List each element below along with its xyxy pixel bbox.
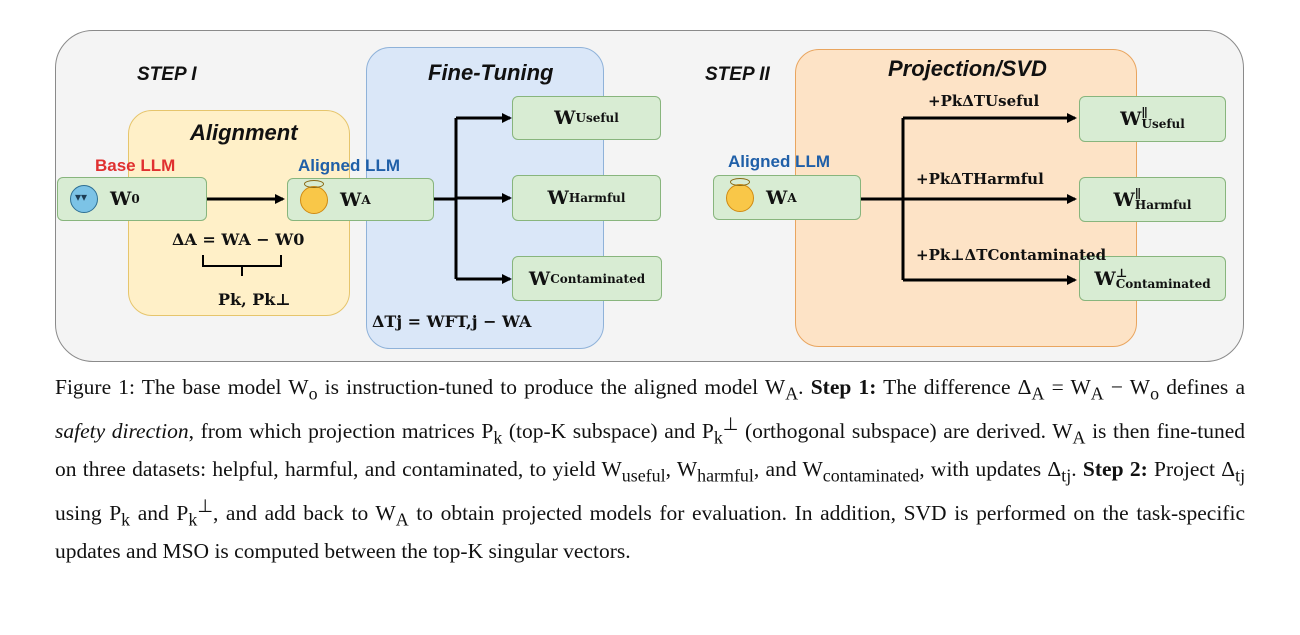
node-proj-harmful: W∥Harmful	[1079, 177, 1226, 222]
bracket-delta	[202, 255, 282, 276]
node-proj-contaminated: W⊥Contaminated	[1079, 256, 1226, 301]
delta-a-equation: ΔA = WA − W0	[172, 230, 305, 249]
devil-emoji-icon: ▾▾	[70, 185, 98, 213]
angel-emoji-icon	[726, 177, 754, 212]
alignment-title: Alignment	[190, 120, 298, 145]
aligned-llm-label: Aligned LLM	[298, 156, 400, 175]
edge-label-contaminated: +Pk⊥ΔTContaminated	[916, 246, 1107, 264]
base-llm-label: Base LLM	[95, 156, 176, 175]
aligned-llm-label-2: Aligned LLM	[728, 152, 830, 171]
edge-label-useful: +PkΔTUseful	[928, 92, 1040, 110]
projection-title: Projection/SVD	[888, 56, 1047, 81]
step1-label: STEP I	[137, 64, 197, 85]
edge-label-harmful: +PkΔTHarmful	[916, 170, 1044, 188]
figure-caption: Figure 1: The base model Wo is instructi…	[55, 375, 1246, 563]
finetuning-title: Fine-Tuning	[428, 60, 554, 85]
step2-bold: Step 2:	[1082, 456, 1148, 481]
step2-label: STEP II	[705, 64, 770, 85]
step1-bold: Step 1:	[810, 375, 877, 399]
delta-t-equation: ΔTj = WFT,j − WA	[372, 312, 532, 331]
node-proj-useful: W∥Useful	[1079, 96, 1226, 142]
projection-matrices-label: Pk, Pk⊥	[218, 290, 291, 309]
angel-emoji-icon	[300, 179, 328, 214]
safety-direction-italic: safety direction	[55, 419, 189, 444]
